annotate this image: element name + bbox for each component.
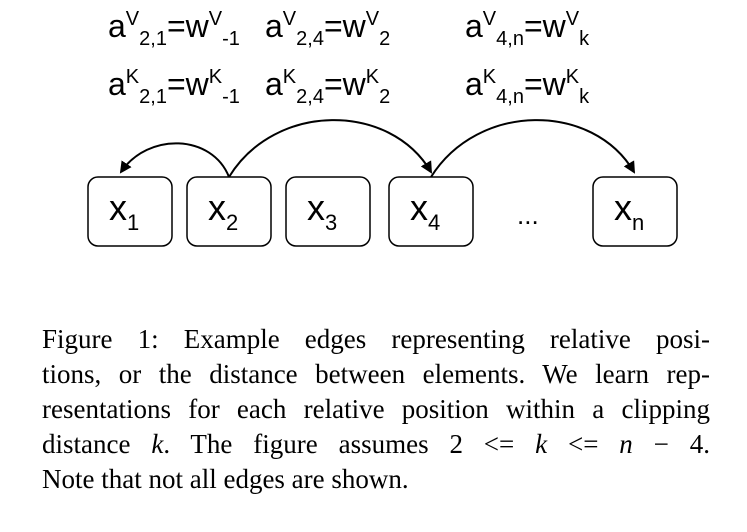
figure-caption: Figure 1: Example edges representing rel… — [42, 322, 710, 497]
equation-v-2-1: aV2,1=wV-1 — [108, 8, 240, 50]
caption-line-5: Note that not all edges are shown. — [42, 464, 409, 494]
node-label-3: x3 — [307, 187, 338, 235]
node-label-4: x4 — [410, 187, 441, 235]
node-box-1 — [87, 176, 173, 247]
caption-line-2: tions, or the distance between elements.… — [42, 359, 710, 389]
node-ellipsis: ... — [517, 200, 539, 230]
edge-2-to-4 — [228, 119, 433, 178]
caption-line-3: resentations for each relative position … — [42, 394, 710, 424]
equation-k-2-1: aK2,1=wK-1 — [108, 66, 240, 108]
node-box-n — [592, 176, 678, 247]
equation-v-2-4: aV2,4=wV2 — [265, 8, 391, 50]
node-label-2: x2 — [208, 187, 239, 235]
edge-4-to-n — [430, 119, 636, 178]
figure-diagram: aV2,1=wV-1 aV2,4=wV2 aV4,n=wVk aK2,1=wK-… — [87, 8, 678, 247]
equation-v-4-n: aV4,n=wVk — [465, 8, 590, 50]
caption-line-4: distance k. The figure assumes 2 <= k <=… — [42, 429, 710, 459]
edges-svg — [87, 119, 678, 247]
equation-k-2-4: aK2,4=wK2 — [265, 66, 391, 108]
node-label-n: xn — [614, 187, 645, 235]
caption-line-1: Figure 1: Example edges representing rel… — [42, 324, 710, 354]
equation-k-4-n: aK4,n=wKk — [465, 66, 590, 108]
node-box-3 — [285, 176, 371, 247]
edge-2-to-1 — [119, 142, 230, 178]
node-label-1: x1 — [109, 187, 140, 235]
